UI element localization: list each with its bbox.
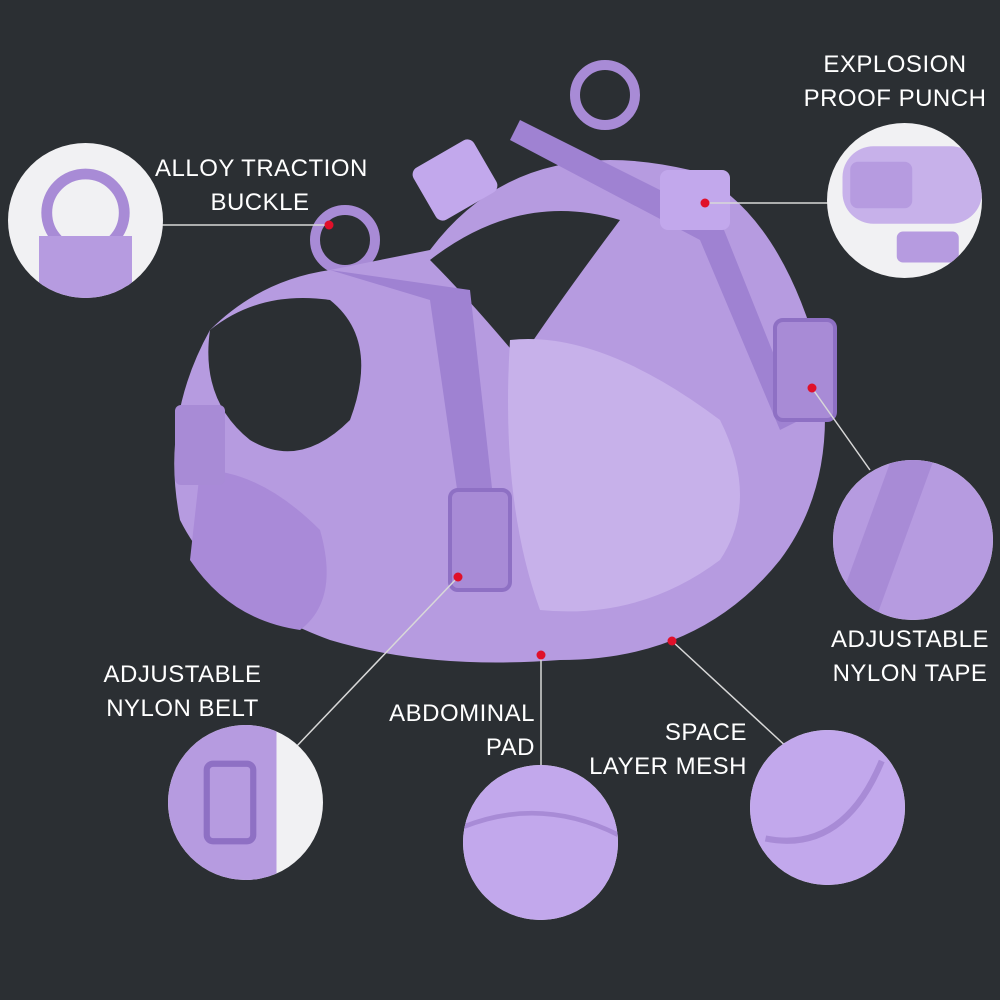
label-line: ALLOY TRACTION [155,155,368,182]
label-abdominal-pad: ABDOMINAL PAD [385,697,535,765]
label-alloy-traction-buckle: ALLOY TRACTION BUCKLE [155,152,368,220]
label-line: EXPLOSION [823,51,967,78]
label-line: ABDOMINAL [389,700,535,727]
detail-circle-traction-buckle [8,143,163,298]
label-line: BUCKLE [210,189,310,216]
detail-circle-nylon-tape [833,460,993,620]
detail-circle-nylon-belt [168,725,323,880]
label-line: PAD [485,734,535,761]
label-line: SPACE [664,719,747,746]
label-adjustable-nylon-tape: ADJUSTABLE NYLON TAPE [820,623,1000,691]
label-line: NYLON BELT [106,695,259,722]
detail-circle-explosion-proof-punch [827,123,982,278]
label-line: ADJUSTABLE [831,626,989,653]
detail-circle-abdominal-pad [463,765,618,920]
label-line: LAYER MESH [589,753,747,780]
label-adjustable-nylon-belt: ADJUSTABLE NYLON BELT [95,658,270,726]
label-line: NYLON TAPE [832,660,988,687]
harness-product [174,60,837,663]
detail-circle-space-layer-mesh [750,730,905,885]
marker-dots [324,198,817,660]
label-space-layer-mesh: SPACE LAYER MESH [575,716,747,784]
callout-lines [160,202,871,770]
label-line: PROOF PUNCH [803,85,987,112]
label-line: ADJUSTABLE [103,661,262,688]
label-explosion-proof-punch: EXPLOSION PROOF PUNCH [800,48,990,116]
